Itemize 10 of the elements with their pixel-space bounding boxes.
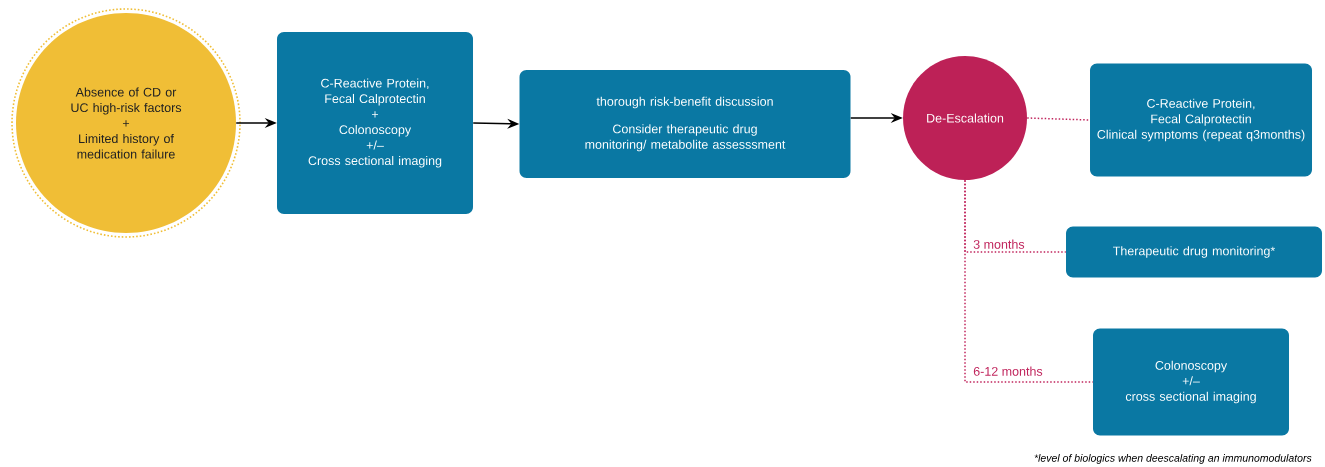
process-box: C-Reactive Protein, Fecal Calprotectin + Colonoscopy +/– Cross sectional imaging — [277, 32, 473, 214]
monitoring-box: Colonoscopy +/– cross sectional imaging — [1093, 328, 1289, 436]
monitoring-box: C-Reactive Protein, Fecal Calprotectin Clinical symptoms (repeat q3months) — [1090, 63, 1312, 177]
edge-label: 6-12 months — [973, 366, 1043, 376]
connector — [964, 179, 1094, 383]
footnote: *level of biologics when deescalating an immunomodulators — [1034, 454, 1312, 464]
connector — [1026, 117, 1091, 121]
monitoring-box: Therapeutic drug monitoring* — [1066, 226, 1322, 278]
edge-label: 3 months — [973, 239, 1025, 249]
process-box: thorough risk-benefit discussion Consider therapeutic drug monitoring/ metabolite assesssment — [519, 70, 851, 178]
